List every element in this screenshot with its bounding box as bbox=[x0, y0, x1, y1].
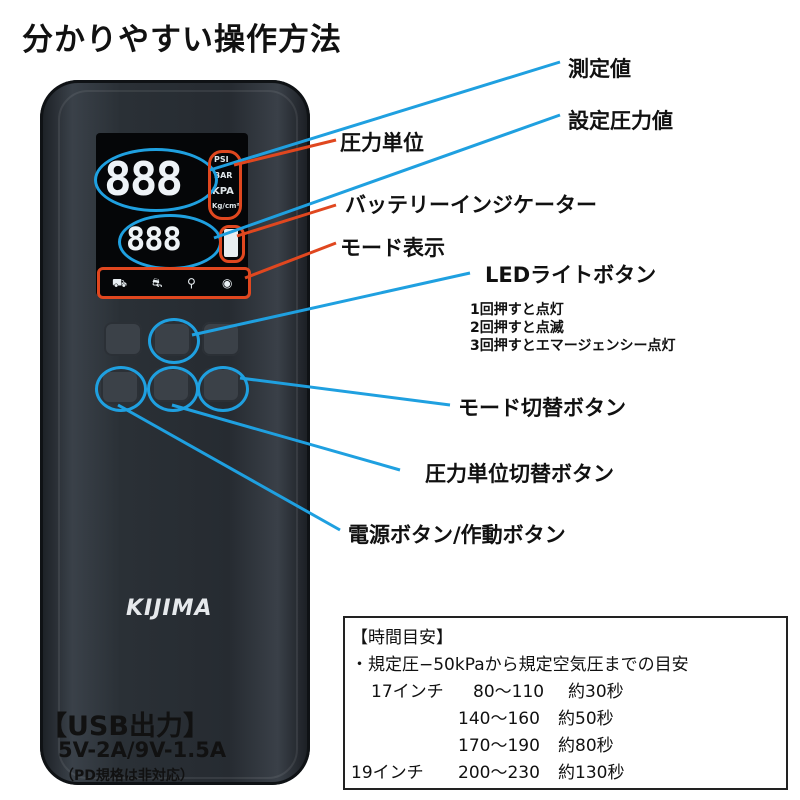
page-title: 分かりやすい操作方法 bbox=[22, 22, 342, 58]
time-guide-subheading: ・規定圧−50kPaから規定空気圧までの目安 bbox=[351, 655, 689, 675]
bicycle-icon: ⚲ bbox=[187, 276, 196, 290]
motorcycle-icon: ⛐ bbox=[152, 276, 163, 290]
battery-icon bbox=[224, 229, 238, 257]
mode-button-highlight bbox=[197, 366, 249, 412]
battery-highlight bbox=[219, 225, 245, 263]
led-note-3: 3回押すとエマージェンシー点灯 bbox=[470, 338, 676, 354]
row-size: 17インチ bbox=[371, 682, 444, 702]
device-bezel bbox=[58, 90, 298, 779]
label-mode-display: モード表示 bbox=[340, 236, 445, 260]
row-range: 140〜160 bbox=[458, 709, 540, 729]
label-battery: バッテリーインジケーター bbox=[345, 193, 597, 217]
usb-note: （PD規格は非対応） bbox=[60, 768, 194, 784]
label-unit-button: 圧力単位切替ボタン bbox=[425, 462, 614, 486]
label-measured: 測定値 bbox=[568, 57, 631, 81]
label-power-button: 電源ボタン/作動ボタン bbox=[348, 523, 566, 547]
row-time: 約50秒 bbox=[558, 709, 614, 729]
label-set-pressure: 設定圧力値 bbox=[568, 109, 673, 133]
led-button-highlight bbox=[148, 318, 200, 364]
power-button-highlight bbox=[95, 366, 147, 412]
time-guide-box bbox=[343, 616, 788, 790]
mode-display-highlight bbox=[97, 267, 251, 299]
row-size: 19インチ bbox=[351, 763, 424, 783]
row-time: 約30秒 bbox=[568, 682, 624, 702]
row-range: 170〜190 bbox=[458, 736, 540, 756]
car-icon: ⛟ bbox=[112, 276, 128, 290]
unit-kpa: KPA bbox=[212, 186, 234, 197]
measured-highlight bbox=[94, 148, 218, 212]
row-range: 200〜230 bbox=[458, 763, 540, 783]
row-time: 約130秒 bbox=[558, 763, 625, 783]
usb-heading: 【USB出力】 bbox=[40, 711, 210, 742]
label-pressure-unit: 圧力単位 bbox=[340, 131, 424, 155]
label-led-button: LEDライトボタン bbox=[485, 263, 657, 287]
led-note-2: 2回押すと点滅 bbox=[470, 320, 564, 336]
unit-bar: BAR bbox=[214, 171, 233, 180]
unit-highlight bbox=[208, 150, 242, 220]
unused-button-left[interactable] bbox=[104, 322, 142, 356]
usb-spec: 5V-2A/9V-1.5A bbox=[58, 738, 227, 762]
time-guide-heading: 【時間目安】 bbox=[351, 628, 453, 648]
brand-logo: KIJIMA bbox=[126, 596, 213, 621]
label-mode-button: モード切替ボタン bbox=[458, 396, 626, 420]
row-range: 80〜110 bbox=[473, 682, 545, 702]
unit-kgcm: Kg/cm² bbox=[212, 202, 240, 210]
ball-icon: ◉ bbox=[222, 276, 233, 290]
led-note-1: 1回押すと点灯 bbox=[470, 302, 564, 318]
row-time: 約80秒 bbox=[558, 736, 614, 756]
